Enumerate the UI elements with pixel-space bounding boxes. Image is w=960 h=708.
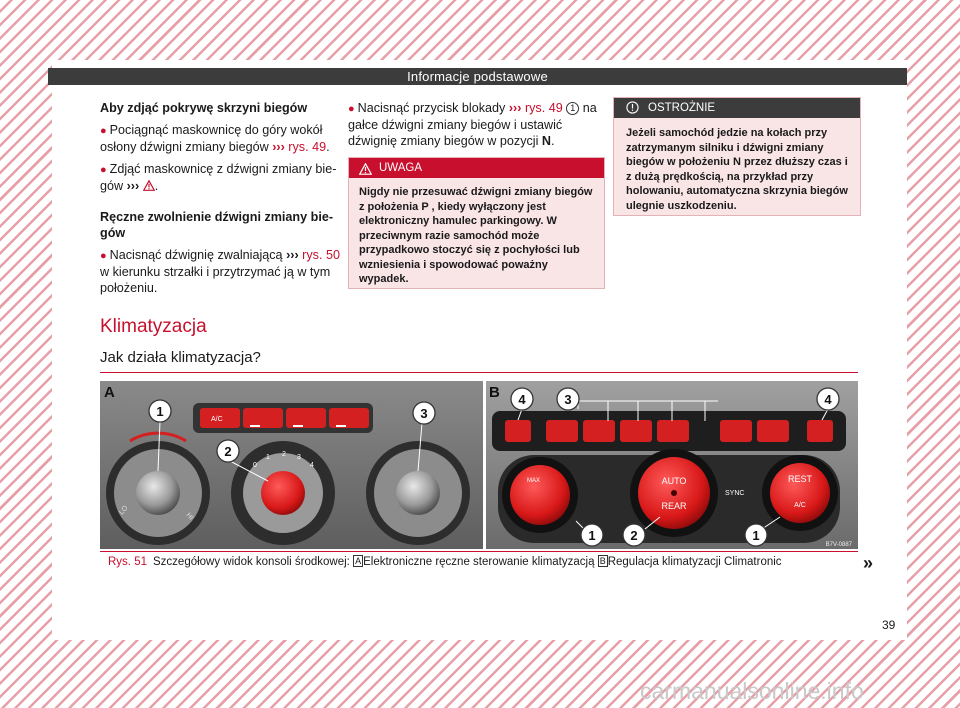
figure-link[interactable]: rys. 50 <box>302 248 340 262</box>
ac-button <box>200 408 240 428</box>
svg-text:1: 1 <box>156 404 163 419</box>
callout-4-right <box>816 387 840 411</box>
svg-text:3: 3 <box>564 392 571 407</box>
callout-2-b <box>622 523 646 547</box>
svg-text:1: 1 <box>588 528 595 543</box>
heading-manual-release: Ręczne zwolnienie dźwigni zmiany bie-gów <box>100 210 334 240</box>
page-header: Informacje podstawowe <box>48 68 907 85</box>
callout-1-b-left <box>580 523 604 547</box>
continue-arrow-icon: » <box>863 553 874 573</box>
warning-triangle-icon <box>358 162 373 182</box>
section-title: Klimatyzacja <box>100 316 207 337</box>
svg-text:2: 2 <box>630 528 637 543</box>
figure-illustration: A A/C LO HI 0 1 2 3 4 1 2 <box>100 381 858 549</box>
bullet-icon: ● <box>348 103 355 115</box>
callout-2 <box>216 439 240 463</box>
svg-text:4: 4 <box>518 392 526 407</box>
list-item: ●Pociągnąć maskownicę do góry wokół osło… <box>100 123 330 154</box>
caution-text: Jeżeli samochód jedzie na kołach przy za… <box>626 127 848 212</box>
rear-defrost-button <box>243 408 283 428</box>
recirculation-button <box>329 408 369 428</box>
svg-text:1: 1 <box>752 528 759 543</box>
figure-link[interactable]: rys. 49 <box>288 140 327 154</box>
figure-link[interactable]: rys. 49 <box>524 101 563 115</box>
panel-b-marker: B <box>597 555 608 567</box>
svg-text:REAR: REAR <box>661 501 687 511</box>
left-temp-knob <box>510 465 570 525</box>
panel-a-label: A <box>104 384 115 401</box>
right-seat-heat-knob <box>396 471 440 515</box>
figure-code: B7V-0887 <box>826 542 853 548</box>
callout-3-b <box>556 387 580 411</box>
front-defrost-button <box>286 408 326 428</box>
svg-text:A/C: A/C <box>794 502 806 509</box>
svg-text:2: 2 <box>224 444 231 459</box>
figure-climate-controls: A A/C LO HI 0 1 2 3 4 1 2 <box>100 381 858 549</box>
warning-text: Nigdy nie przesuwać dźwigni zmiany biegó… <box>359 186 593 285</box>
divider <box>100 372 858 373</box>
caution-box: OSTROŻNIE Jeżeli samochód jedzie na koła… <box>613 97 861 216</box>
bullet-icon: ● <box>100 164 107 176</box>
svg-text:AUTO: AUTO <box>662 476 687 486</box>
bullet-icon: ● <box>100 250 107 262</box>
panel-b-label: B <box>489 384 500 401</box>
svg-text:SYNC: SYNC <box>725 490 744 497</box>
svg-text:4: 4 <box>824 392 832 407</box>
subsection-title: Jak działa klimatyzacja? <box>100 349 261 366</box>
warning-triangle-icon <box>142 179 156 195</box>
list-item: ●Nacisnąć przycisk blokady ››› rys. 49 1… <box>348 101 597 148</box>
column-1: Aby zdjąć pokrywę skrzyni biegów ●Pociąg… <box>100 100 340 302</box>
svg-text:0: 0 <box>253 462 257 469</box>
panel-a-marker: A <box>353 555 364 567</box>
callout-1-b-right <box>744 523 768 547</box>
bullet-icon: ● <box>100 125 107 137</box>
callout-3 <box>412 401 436 425</box>
callout-4-left <box>510 387 534 411</box>
warning-header: UWAGA <box>349 158 604 178</box>
left-seat-heat-knob <box>136 471 180 515</box>
right-temp-knob <box>770 463 830 523</box>
svg-text:1: 1 <box>266 454 270 461</box>
callout-1 <box>148 399 172 423</box>
svg-text:3: 3 <box>420 406 427 421</box>
svg-text:LO: LO <box>118 504 130 516</box>
svg-text:REST: REST <box>788 474 813 484</box>
heading-remove-cover: Aby zdjąć pokrywę skrzyni biegów <box>100 101 308 115</box>
fan-speed-knob <box>261 471 305 515</box>
warning-box: UWAGA Nigdy nie przesuwać dźwigni zmiany… <box>348 157 605 289</box>
page-number: 39 <box>882 618 896 632</box>
caution-header: OSTROŻNIE <box>614 98 860 118</box>
ac-button-label: A/C <box>211 416 223 423</box>
svg-text:3: 3 <box>297 454 301 461</box>
column-2: ●Nacisnąć przycisk blokady ››› rys. 49 1… <box>348 100 603 155</box>
list-item: ●Nacisnąć dźwignię zwalniającą ››› rys. … <box>100 248 340 295</box>
caption-label: Rys. 51 <box>108 556 147 568</box>
exclamation-circle-icon <box>626 101 639 121</box>
svg-text:HI: HI <box>184 512 194 522</box>
list-item: ●Zdjąć maskownicę z dźwigni zmiany bie-g… <box>100 162 337 195</box>
svg-text:MAX: MAX <box>527 478 540 484</box>
svg-text:4: 4 <box>310 462 314 469</box>
watermark: carmanualsonline.info <box>640 678 864 704</box>
svg-text:2: 2 <box>282 451 286 458</box>
callout-number: 1 <box>566 102 580 115</box>
